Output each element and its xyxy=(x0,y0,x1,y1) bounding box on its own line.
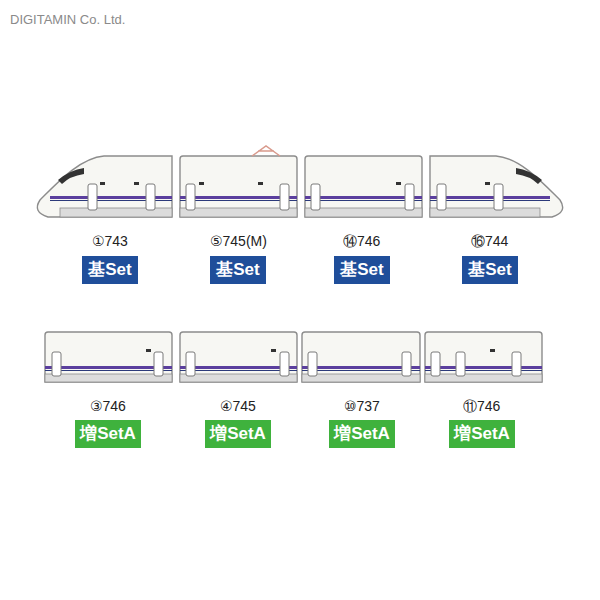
set-badge: 基Set xyxy=(82,256,138,284)
badge-text: 増SetA xyxy=(454,424,510,444)
door xyxy=(88,184,97,210)
door xyxy=(52,352,61,376)
car-body xyxy=(305,156,422,217)
car-number: ⑪746 xyxy=(463,398,500,414)
skirt xyxy=(305,208,422,217)
thin-stripe xyxy=(430,200,550,201)
car-number: ⑩737 xyxy=(344,398,380,414)
door xyxy=(146,184,155,210)
window xyxy=(490,349,495,352)
car-number: ⑯744 xyxy=(471,233,508,249)
skirt xyxy=(180,374,297,382)
pantograph xyxy=(252,146,280,156)
badge-text: 増SetA xyxy=(80,424,136,444)
door xyxy=(456,352,465,376)
set-badge: 基Set xyxy=(462,256,518,284)
badge-text: 基Set xyxy=(468,260,511,280)
purple-stripe xyxy=(430,196,550,199)
set-badge: 基Set xyxy=(334,256,390,284)
badge-text: 基Set xyxy=(216,260,259,280)
window xyxy=(100,182,105,185)
car-number: ⑤745(M) xyxy=(210,233,267,249)
door xyxy=(154,352,163,376)
door xyxy=(308,352,317,376)
skirt xyxy=(45,374,172,382)
thin-stripe xyxy=(45,370,172,371)
window xyxy=(485,182,490,185)
thin-stripe xyxy=(305,200,422,201)
car-body xyxy=(180,156,297,217)
door xyxy=(494,184,503,210)
door xyxy=(280,352,289,376)
window xyxy=(134,182,139,185)
window xyxy=(396,182,401,185)
car-number: ①743 xyxy=(92,233,128,249)
door xyxy=(431,352,440,376)
thin-stripe xyxy=(425,370,542,371)
badge-text: 増SetA xyxy=(210,424,266,444)
window xyxy=(258,182,263,185)
watermark: DIGITAMIN Co. Ltd. xyxy=(10,12,125,28)
door xyxy=(437,184,446,210)
set-badge: 増SetA xyxy=(75,420,141,448)
thin-stripe xyxy=(180,370,297,371)
badge-text: 基Set xyxy=(88,260,131,280)
door xyxy=(512,352,521,376)
nose-car xyxy=(37,156,172,217)
set-badge: 増SetA xyxy=(205,420,271,448)
skirt xyxy=(180,208,297,217)
window xyxy=(271,349,276,352)
window xyxy=(199,182,204,185)
set-badge: 増SetA xyxy=(449,420,515,448)
car-number: ③746 xyxy=(90,398,126,414)
thin-stripe xyxy=(180,200,297,201)
door xyxy=(311,184,320,210)
car-body xyxy=(180,332,297,382)
door xyxy=(280,184,289,210)
door xyxy=(186,352,195,376)
cab-window xyxy=(516,168,542,184)
car-number: ④745 xyxy=(220,398,256,414)
car-body xyxy=(302,332,420,382)
door xyxy=(186,184,195,210)
car-number: ⑭746 xyxy=(343,233,380,249)
window xyxy=(146,349,151,352)
door xyxy=(405,184,414,210)
purple-stripe xyxy=(425,366,542,369)
car-body xyxy=(45,332,172,382)
skirt xyxy=(430,208,540,217)
set-badge: 増SetA xyxy=(329,420,395,448)
badge-text: 増SetA xyxy=(334,424,390,444)
purple-stripe xyxy=(180,366,297,369)
door xyxy=(402,352,411,376)
purple-stripe xyxy=(180,196,297,199)
skirt xyxy=(425,374,542,382)
purple-stripe xyxy=(305,196,422,199)
purple-stripe xyxy=(45,366,172,369)
car-body xyxy=(425,332,542,382)
badge-text: 基Set xyxy=(340,260,383,280)
cab-window xyxy=(58,168,84,184)
set-badge: 基Set xyxy=(210,256,266,284)
tail-nose-car xyxy=(430,156,563,217)
